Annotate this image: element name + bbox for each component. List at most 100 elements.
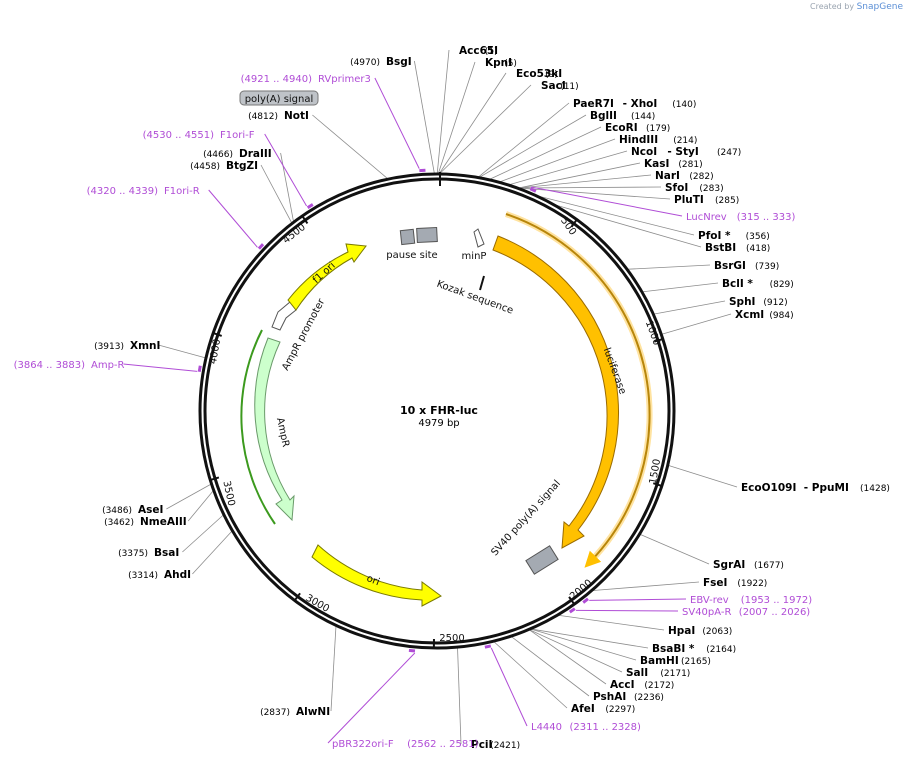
primer-pbr322ori-f[interactable]: pBR322ori-F(2562 .. 2581): [332, 739, 479, 750]
primer-mark-amp-r: [199, 366, 200, 372]
enzyme-pluti[interactable]: PluTI(285): [674, 194, 739, 206]
enzyme-name: AhdI: [164, 569, 191, 581]
enzyme-ecori[interactable]: EcoRI(179): [605, 122, 670, 134]
pause-site-box-2[interactable]: [417, 227, 438, 242]
primer-range: (4320 .. 4339): [87, 186, 159, 197]
enzyme-position: (2297): [605, 705, 635, 715]
enzyme-fsei[interactable]: FseI(1922): [703, 577, 767, 589]
enzyme-xcmi[interactable]: XcmI(984): [735, 309, 794, 321]
enzyme-bstbi[interactable]: BstBI(418): [705, 242, 770, 254]
enzyme-nmeaiii[interactable]: NmeAIII(3462): [104, 516, 187, 528]
enzyme-bsai[interactable]: BsaI(3375): [118, 547, 179, 559]
primer-ebv-rev[interactable]: EBV-rev(1953 .. 1972): [690, 595, 812, 606]
enzyme-position: (739): [755, 262, 779, 272]
enzyme-eco53ki[interactable]: Eco53kI(9): [516, 68, 562, 80]
enzyme-afei[interactable]: AfeI(2297): [571, 703, 635, 715]
primer-leader-f1ori-f: [265, 134, 307, 206]
enzyme-position: (285): [715, 196, 739, 206]
enzyme-kpni[interactable]: KpnI(5): [485, 57, 517, 69]
enzyme-sphi[interactable]: SphI(912): [729, 296, 788, 308]
enzyme-acc65i[interactable]: Acc65I(1): [459, 45, 498, 57]
enzyme-name: SalI: [626, 667, 648, 679]
enzyme-name: KasI: [644, 158, 669, 170]
enzyme-leader-pcii: [458, 648, 461, 744]
primer-l4440[interactable]: L4440(2311 .. 2328): [531, 722, 641, 733]
enzyme-kasi[interactable]: KasI(281): [644, 158, 703, 170]
enzyme-nari[interactable]: NarI(282): [655, 170, 714, 182]
primer-mark-ebv-rev: [583, 599, 588, 603]
enzyme-leader-kasi: [520, 163, 640, 188]
enzyme-name: BsaBI *: [652, 643, 695, 655]
primer-mark-f1ori-r: [259, 244, 263, 248]
enzyme-leader-xmni: [158, 345, 205, 358]
primer-name: F1ori-F: [220, 130, 255, 141]
enzyme-bcli[interactable]: BclI *(829): [722, 278, 794, 290]
enzyme-position: (3462): [104, 518, 134, 528]
enzyme-sali[interactable]: SalI(2171): [626, 667, 690, 679]
enzyme-asei[interactable]: AseI(3486): [102, 504, 163, 516]
primer-sv40pa-r[interactable]: SV40pA-R(2007 .. 2026): [682, 607, 810, 618]
enzyme-bsabi[interactable]: BsaBI *(2164): [652, 643, 736, 655]
enzyme-xmni[interactable]: XmnI(3913): [94, 340, 160, 352]
enzyme-name: BtgZI: [226, 160, 258, 172]
enzyme-paer7i[interactable]: PaeR7I- XhoI(140): [573, 98, 696, 110]
enzyme-name: SfoI: [665, 182, 688, 194]
primer-range: (4530 .. 4551): [143, 130, 215, 141]
minP-arrow[interactable]: [474, 229, 484, 247]
enzyme-saci[interactable]: SacI(11): [541, 80, 579, 92]
snapgene-credit: Created by SnapGene: [810, 2, 903, 12]
enzyme-sgrai[interactable]: SgrAI(1677): [713, 559, 784, 571]
enzyme-name: BclI *: [722, 278, 753, 290]
enzyme-position: (2421): [490, 741, 520, 751]
enzyme-position: (9): [545, 70, 558, 80]
polyA-signal-label: poly(A) signal: [245, 94, 314, 105]
enzyme-hpai[interactable]: HpaI(2063): [668, 625, 732, 637]
enzyme-acci[interactable]: AccI(2172): [610, 679, 674, 691]
enzyme-position: (4458): [190, 162, 220, 172]
enzyme-bglii[interactable]: BglII(144): [590, 110, 655, 122]
enzyme-hindiii[interactable]: HindIII(214): [619, 134, 697, 146]
enzyme-sfoi[interactable]: SfoI(283): [665, 182, 724, 194]
enzyme-leader-pshai: [512, 637, 589, 696]
primer-lucnrev[interactable]: LucNrev(315 .. 333): [686, 212, 795, 223]
tick-label-1000: 1000: [643, 319, 662, 347]
enzyme-name: DraIII: [239, 148, 272, 160]
enzyme-bsrgi[interactable]: BsrGI (739): [714, 260, 779, 272]
enzyme-name: EcoO109I: [741, 482, 796, 494]
pause-site-box-1[interactable]: [400, 229, 414, 244]
enzyme-leader-afei: [494, 642, 567, 708]
enzyme-ahdi[interactable]: AhdI (3314): [128, 569, 191, 581]
enzyme-ecoo109i[interactable]: EcoO109I- PpuMI(1428): [741, 482, 890, 494]
enzyme-leader-ecoo109i: [669, 466, 737, 487]
enzyme-draiii[interactable]: DraIII(4466): [203, 148, 272, 160]
luciferase-arrow[interactable]: [493, 236, 618, 548]
enzyme-bsgi[interactable]: BsgI(4970): [350, 56, 412, 68]
enzyme-btgzi[interactable]: BtgZI (4458): [190, 160, 258, 172]
sv40-polyA-box[interactable]: [526, 546, 558, 574]
enzyme-bamhi[interactable]: BamHI(2165): [640, 655, 711, 667]
enzyme-name: BsrGI: [714, 260, 746, 272]
enzyme-position: (1677): [754, 561, 784, 571]
enzyme-name: BstBI: [705, 242, 736, 254]
primer-amp-r[interactable]: Amp-R(3864 .. 3883): [14, 360, 125, 371]
enzyme-position: (3314): [128, 571, 158, 581]
enzyme-position: (3375): [118, 549, 148, 559]
primer-rvprimer3[interactable]: RVprimer3(4921 .. 4940): [241, 74, 371, 85]
primer-name: F1ori-R: [164, 186, 200, 197]
primer-f1ori-f[interactable]: F1ori-F (4530 .. 4551): [143, 130, 255, 141]
enzyme-pfoi[interactable]: PfoI *(356): [698, 230, 770, 242]
enzyme-position: (1922): [737, 579, 767, 589]
enzyme-position: (140): [672, 100, 696, 110]
enzyme-ncoi[interactable]: NcoI- StyI(247): [631, 146, 741, 158]
enzyme-alwni[interactable]: AlwNI(2837): [260, 706, 330, 718]
tick-label-2500: 2500: [439, 633, 464, 644]
primer-name: EBV-rev: [690, 595, 729, 606]
enzyme-pshai[interactable]: PshAI(2236): [593, 691, 664, 703]
enzyme-leader-asei: [166, 484, 210, 509]
kozak-mark: [480, 276, 484, 290]
enzyme-noti[interactable]: NotI(4812): [248, 110, 309, 122]
enzyme-leader-nari: [520, 175, 651, 188]
primer-name: RVprimer3: [318, 74, 371, 85]
primer-f1ori-r[interactable]: F1ori-R (4320 .. 4339): [87, 186, 200, 197]
primer-leader-pbr322ori-f: [328, 653, 415, 743]
